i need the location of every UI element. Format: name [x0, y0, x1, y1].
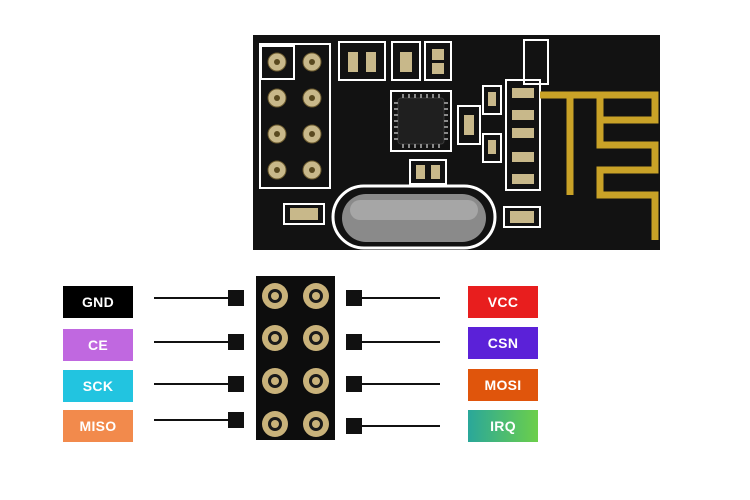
pin-label-csn: CSN [468, 327, 538, 359]
main-ic-chip [390, 90, 452, 152]
top-smd-components [338, 39, 549, 85]
connector-end-mosi [346, 376, 362, 392]
connector-end-sck [228, 376, 244, 392]
pin-label-gnd: GND [63, 286, 133, 318]
right-connectors [346, 290, 440, 434]
connector-end-vcc [346, 290, 362, 306]
mid-smd-components [283, 79, 541, 228]
connector-end-miso [228, 412, 244, 428]
connector-end-csn [346, 334, 362, 350]
pin-label-sck: SCK [63, 370, 133, 402]
pin-header [256, 276, 335, 440]
rf-module-board [253, 35, 660, 250]
pin-label-vcc: VCC [468, 286, 538, 318]
header-pins [262, 283, 329, 437]
connector-end-gnd [228, 290, 244, 306]
connector-end-ce [228, 334, 244, 350]
pin-label-irq: IRQ [468, 410, 538, 442]
pcb-antenna-trace [540, 91, 659, 240]
left-connectors [154, 290, 244, 428]
board-header [259, 43, 331, 189]
pin-label-mosi: MOSI [468, 369, 538, 401]
pin-label-miso: MISO [63, 410, 133, 442]
pin-label-ce: CE [63, 329, 133, 361]
crystal-oscillator [331, 184, 497, 250]
connector-end-irq [346, 418, 362, 434]
